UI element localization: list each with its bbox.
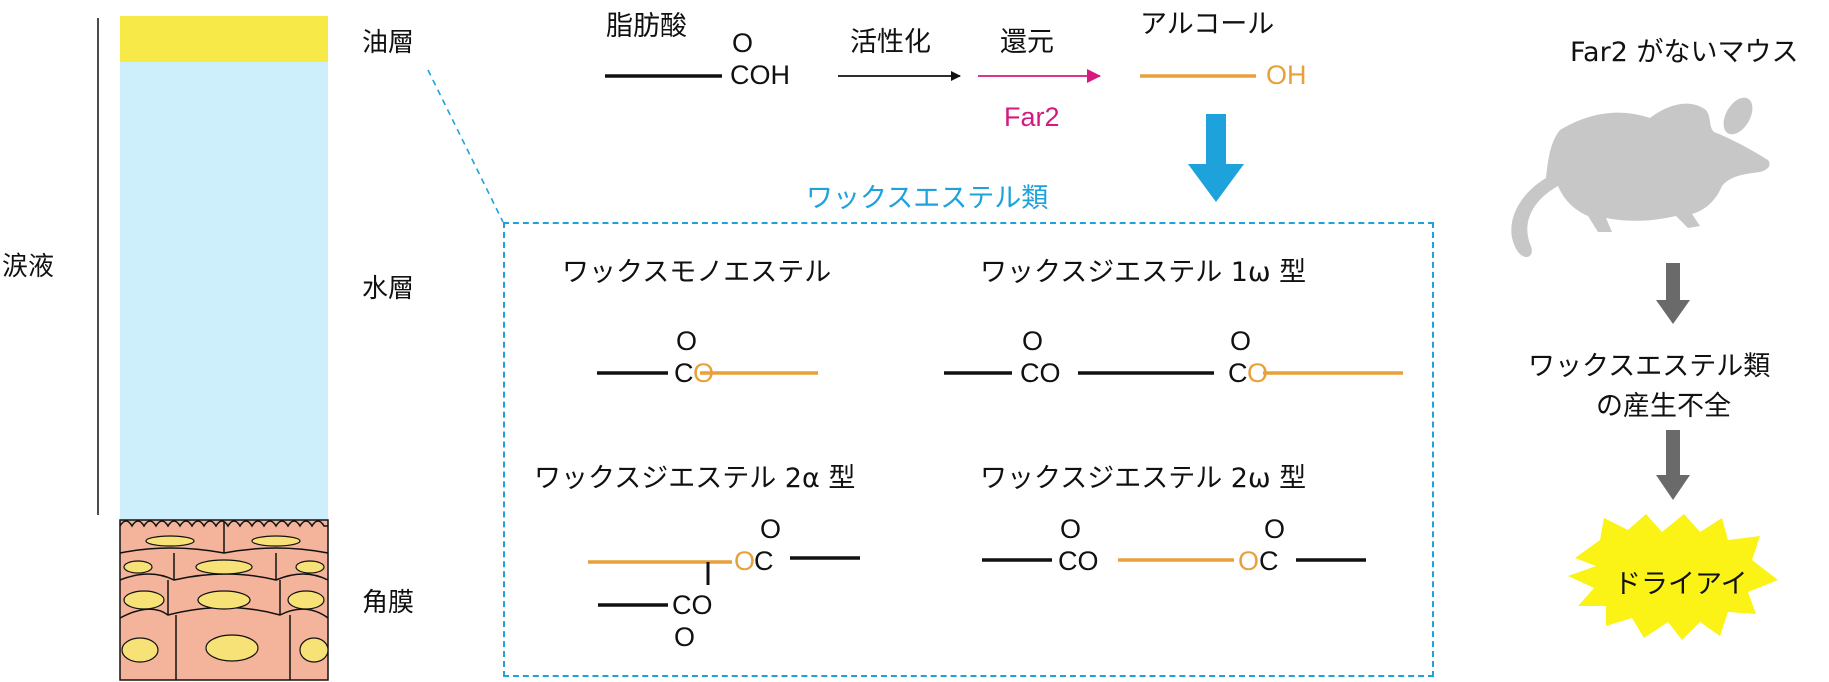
oil-layer-band xyxy=(120,16,328,62)
diester-2a-co: CO xyxy=(672,590,713,620)
cornea-epithelium xyxy=(119,519,329,681)
diester-1w-o-top-1: O xyxy=(1022,326,1044,356)
fatty-acid-cooh: COH xyxy=(730,60,790,90)
monoester-title: ワックスモノエステル xyxy=(562,257,832,288)
diester-1w-o-ester-2: O xyxy=(1247,358,1269,388)
diester-1w-o-top-2: O xyxy=(1230,326,1252,356)
zoom-guide-line xyxy=(427,69,504,223)
dry-eye-label: ドライアイ xyxy=(1614,569,1748,600)
diester-2a-c: C xyxy=(754,546,774,576)
diester-2a-o-bottom: O xyxy=(674,622,696,652)
gray-arrow-2 xyxy=(1656,430,1690,500)
diester-1w-co-1: CO xyxy=(1020,358,1061,388)
gray-arrow-1 xyxy=(1656,263,1690,324)
diester-2a-title: ワックスジエステル 2α 型 xyxy=(534,463,856,494)
diester-2a-o-ester: O xyxy=(734,546,756,576)
fatty-acid-carbonyl-o: O xyxy=(732,28,754,58)
water-layer-band xyxy=(120,62,328,522)
monoester-c: C xyxy=(674,358,694,388)
diester-2w-o-ester-2: O xyxy=(1238,546,1260,576)
tear-fluid-label: 涙液 xyxy=(2,252,55,282)
diester-2w-title: ワックスジエステル 2ω 型 xyxy=(980,463,1307,494)
oil-layer-label: 油層 xyxy=(362,28,415,58)
far2-knockout-mouse-title: Far2 がないマウス xyxy=(1570,37,1799,68)
wax-esters-title: ワックスエステル類 xyxy=(806,183,1049,214)
mouse-icon xyxy=(1511,97,1770,258)
far2-enzyme-label: Far2 xyxy=(1004,102,1060,132)
water-layer-label: 水層 xyxy=(362,274,415,304)
alcohol-label: アルコール xyxy=(1140,9,1275,40)
wax-esters-box xyxy=(503,222,1434,677)
wax-synthesis-arrow xyxy=(1188,114,1244,202)
diester-1w-c-2: C xyxy=(1228,358,1248,388)
cornea-label: 角膜 xyxy=(362,588,415,618)
monoester-o-ester: O xyxy=(693,358,715,388)
dry-eye-burst xyxy=(1568,514,1778,640)
mouse-eye xyxy=(1748,136,1756,144)
diester-2a-o-top: O xyxy=(760,514,782,544)
diester-2w-co-1: CO xyxy=(1058,546,1099,576)
deficiency-line-1: ワックスエステル類 xyxy=(1528,351,1771,382)
deficiency-line-2: の産生不全 xyxy=(1596,391,1731,422)
fatty-acid-label: 脂肪酸 xyxy=(606,11,687,42)
monoester-o-top: O xyxy=(676,326,698,356)
diester-2w-o-top-1: O xyxy=(1060,514,1082,544)
reduction-label: 還元 xyxy=(1000,27,1054,58)
diester-2w-o-top-2: O xyxy=(1264,514,1286,544)
activation-label: 活性化 xyxy=(850,27,931,58)
alcohol-oh: OH xyxy=(1266,60,1307,90)
diester-2w-c-2: C xyxy=(1259,546,1279,576)
diester-1w-title: ワックスジエステル 1ω 型 xyxy=(980,257,1307,288)
